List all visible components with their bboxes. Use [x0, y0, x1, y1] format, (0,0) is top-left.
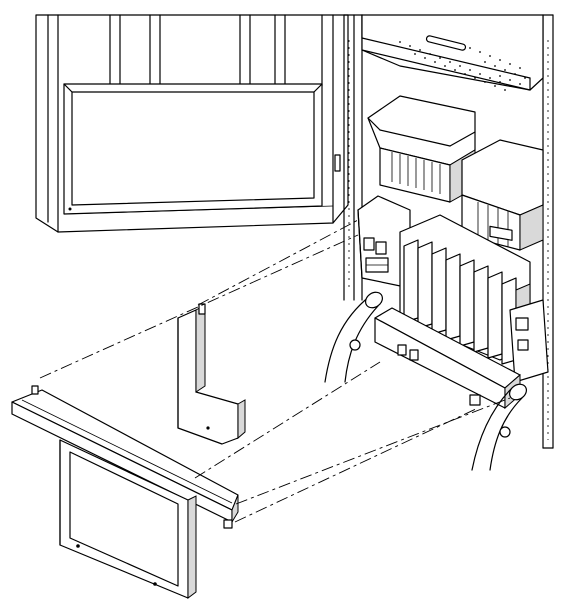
top-vent-panel [362, 15, 543, 91]
cable-bracket-l [178, 304, 245, 444]
cabinet-door [36, 15, 348, 232]
